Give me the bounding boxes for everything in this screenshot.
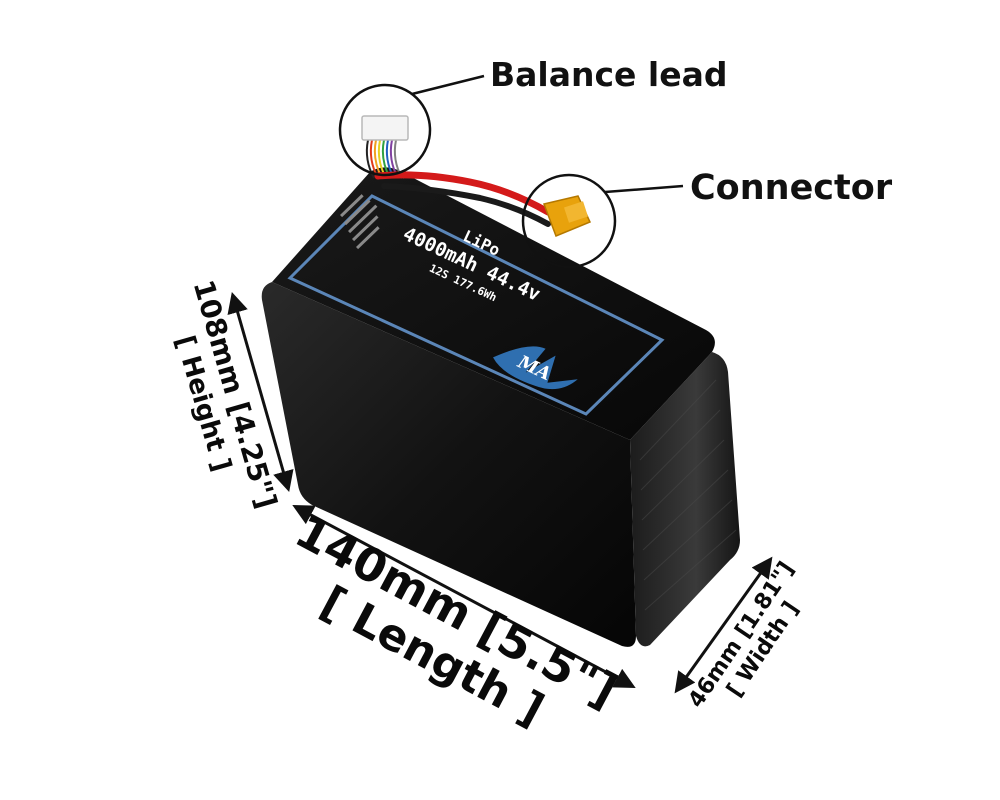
- wiring: [361, 115, 592, 237]
- black-wire: [381, 183, 551, 227]
- height-arrow: [227, 291, 294, 493]
- height-dimension-label: 108mm [4.25"] [ Height ]: [169, 276, 283, 512]
- callouts: Balance lead Connector: [338, 55, 893, 269]
- balance-lead-callout-circle: [338, 83, 432, 177]
- connector-callout-line: [604, 184, 684, 194]
- label-fine-print: [340, 194, 380, 250]
- balance-lead-callout-line: [411, 74, 485, 96]
- side-ribbing: [639, 379, 737, 611]
- balance-plug: [361, 115, 409, 141]
- connector-label: Connector: [690, 168, 893, 208]
- red-wire: [374, 171, 552, 216]
- connector-callout-circle: [521, 173, 617, 269]
- balance-lead-label: Balance lead: [490, 55, 728, 94]
- battery-top-face: [272, 167, 715, 440]
- length-arrow: [292, 505, 636, 688]
- width-arrow: [674, 556, 773, 694]
- xt-connector-tip: [564, 201, 588, 223]
- dimension-arrows: [227, 291, 773, 694]
